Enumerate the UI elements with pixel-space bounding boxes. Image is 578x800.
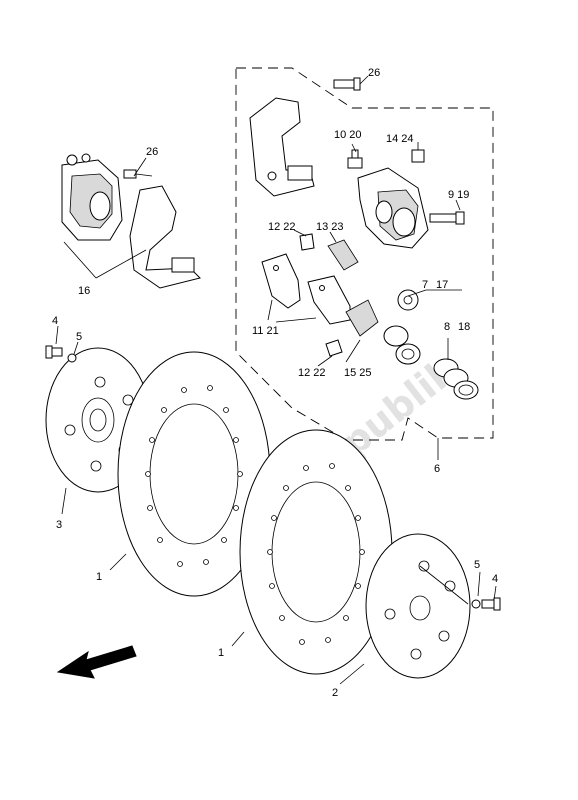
callout-2: 2 bbox=[332, 687, 338, 699]
front-direction-arrow-icon bbox=[56, 645, 137, 679]
callout-9-19: 9 19 bbox=[448, 189, 469, 201]
caliper-assembly-outline bbox=[235, 67, 494, 441]
cap-14-24 bbox=[411, 149, 425, 163]
callout-3: 3 bbox=[56, 519, 62, 531]
bolt-26-top bbox=[333, 77, 361, 91]
callout-18: 18 bbox=[458, 321, 470, 333]
callout-4-right: 4 bbox=[492, 573, 498, 585]
callout-12-22-bottom: 12 22 bbox=[298, 367, 326, 379]
brake-disc-lower bbox=[239, 429, 393, 675]
shim-15-25 bbox=[345, 299, 379, 337]
bleed-screw-10-20 bbox=[347, 149, 363, 169]
bolt-9-19 bbox=[429, 211, 465, 225]
callout-13-23: 13 23 bbox=[316, 221, 344, 233]
pad-spring-13-23 bbox=[327, 239, 359, 271]
callout-4-left: 4 bbox=[52, 315, 58, 327]
washer-5-right bbox=[471, 599, 481, 609]
pad-pin-12-22-top bbox=[299, 233, 315, 251]
piston-boot bbox=[397, 289, 419, 311]
washer-5-left bbox=[67, 353, 77, 363]
bolt-4-left bbox=[45, 345, 63, 359]
leader-lines bbox=[55, 75, 497, 685]
brake-pad-left bbox=[261, 253, 301, 309]
callout-26-left: 26 bbox=[146, 146, 158, 158]
callout-5-right: 5 bbox=[474, 559, 480, 571]
seal-kit-8-18 bbox=[433, 358, 479, 400]
pad-pin-12-22-bottom bbox=[325, 339, 343, 357]
main-caliper-body bbox=[357, 167, 429, 249]
callout-11-21: 11 21 bbox=[252, 325, 279, 337]
callout-14-24: 14 24 bbox=[386, 133, 414, 145]
brake-disc-upper bbox=[117, 351, 271, 597]
callout-12-22-top: 12 22 bbox=[268, 221, 296, 233]
callout-17: 17 bbox=[436, 279, 448, 291]
callout-26-top: 26 bbox=[368, 67, 380, 79]
callout-15-25: 15 25 bbox=[344, 367, 372, 379]
piston-7-17 bbox=[383, 325, 421, 365]
callout-8: 8 bbox=[444, 321, 450, 333]
brake-pad-right bbox=[307, 275, 351, 325]
callout-1-upper: 1 bbox=[96, 571, 102, 583]
bolt-4-right bbox=[481, 597, 501, 611]
main-caliper-bracket bbox=[249, 97, 315, 197]
disc-cover-right bbox=[365, 533, 471, 679]
callout-7: 7 bbox=[422, 279, 428, 291]
callout-10-20: 10 20 bbox=[334, 129, 362, 141]
callout-1-lower: 1 bbox=[218, 647, 224, 659]
callout-6: 6 bbox=[434, 463, 440, 475]
left-caliper-assembly bbox=[61, 153, 201, 289]
callout-5-left: 5 bbox=[76, 331, 82, 343]
callout-16: 16 bbox=[78, 285, 90, 297]
